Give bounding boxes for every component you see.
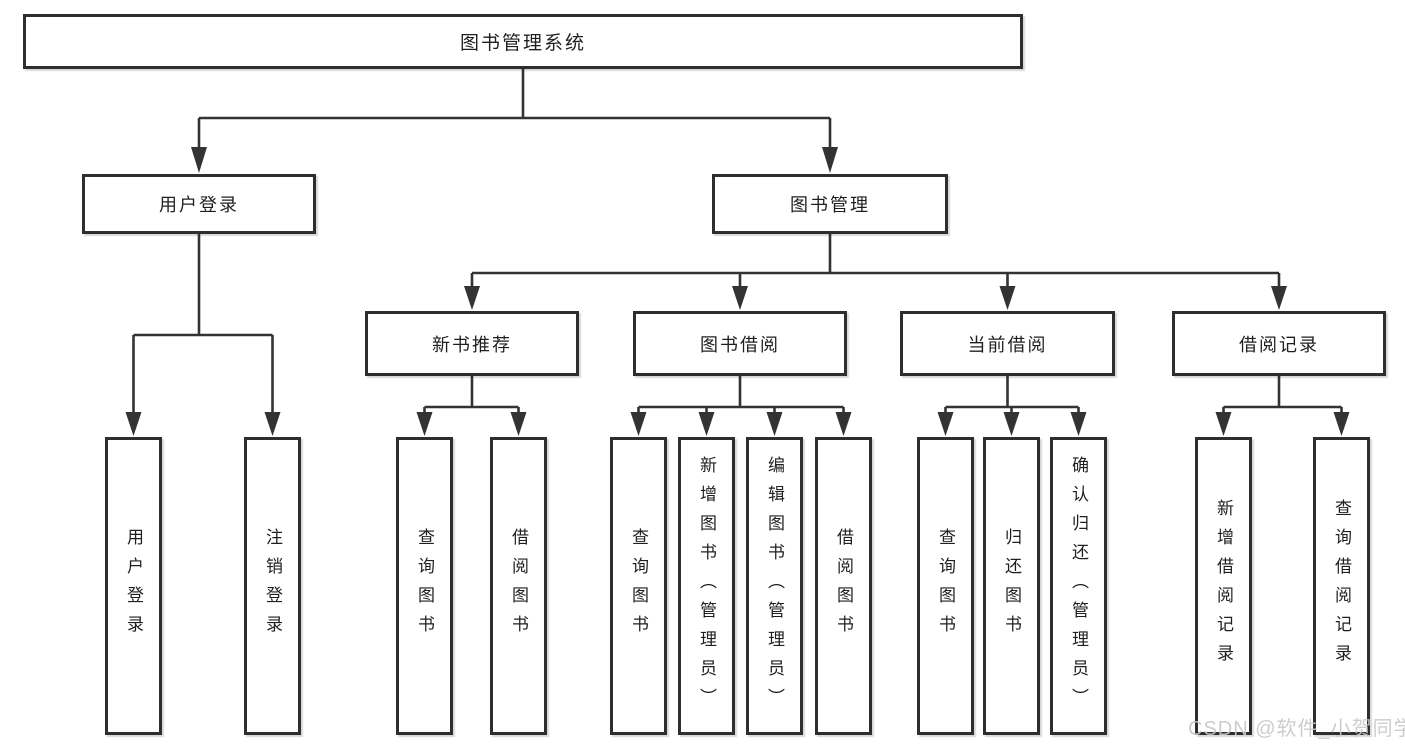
node-label: 用户登录 — [124, 528, 143, 644]
leaf-user-login: 用户登录 — [105, 437, 162, 735]
connector-strokes — [132, 69, 1343, 416]
connector-arrowheads — [125, 147, 1350, 436]
node-library-management-system: 图书管理系统 — [23, 14, 1023, 69]
leaf-confirm-return-admin: 确认归还（管理员） — [1050, 437, 1107, 735]
node-book-management-branch: 图书管理 — [712, 174, 948, 234]
leaf-add-book-admin: 新增图书（管理员） — [678, 437, 735, 735]
leaf-query-books-current: 查询图书 — [917, 437, 974, 735]
node-book-borrowing: 图书借阅 — [633, 311, 847, 376]
node-label: 借阅图书 — [834, 528, 853, 644]
node-user-login-branch: 用户登录 — [82, 174, 316, 234]
node-label: 借阅记录 — [1239, 334, 1319, 355]
node-current-borrowing: 当前借阅 — [900, 311, 1115, 376]
node-label: 注销登录 — [263, 528, 282, 644]
leaf-add-borrow-record: 新增借阅记录 — [1195, 437, 1252, 735]
node-label: 确认归还（管理员） — [1069, 455, 1088, 717]
leaf-logout: 注销登录 — [244, 437, 301, 735]
node-label: 查询图书 — [629, 528, 648, 644]
leaf-query-borrow-record: 查询借阅记录 — [1313, 437, 1370, 735]
leaf-borrow-books-recommend: 借阅图书 — [490, 437, 547, 735]
node-label: 编辑图书（管理员） — [765, 455, 784, 717]
node-label: 归还图书 — [1002, 528, 1021, 644]
node-label: 当前借阅 — [967, 334, 1048, 355]
leaf-return-book: 归还图书 — [983, 437, 1040, 735]
node-new-book-recommendation: 新书推荐 — [365, 311, 579, 376]
node-label: 新书推荐 — [432, 334, 512, 355]
leaf-query-books-recommend: 查询图书 — [396, 437, 453, 735]
node-borrowing-records: 借阅记录 — [1172, 311, 1386, 376]
node-label: 新增图书（管理员） — [697, 455, 716, 717]
node-label: 图书借阅 — [700, 334, 780, 355]
node-label: 查询图书 — [415, 528, 434, 644]
leaf-query-books-borrow: 查询图书 — [610, 437, 667, 735]
node-label: 用户登录 — [159, 195, 239, 215]
leaf-borrow-books: 借阅图书 — [815, 437, 872, 735]
node-label: 新增借阅记录 — [1214, 499, 1233, 673]
leaf-edit-book-admin: 编辑图书（管理员） — [746, 437, 803, 735]
csdn-watermark: CSDN @软件_小贺同学 — [1188, 718, 1405, 740]
node-label: 借阅图书 — [509, 528, 528, 644]
node-label: 图书管理系统 — [459, 33, 586, 54]
node-label: 查询图书 — [936, 528, 955, 644]
node-label: 图书管理 — [790, 195, 870, 215]
node-label: 查询借阅记录 — [1332, 499, 1351, 673]
